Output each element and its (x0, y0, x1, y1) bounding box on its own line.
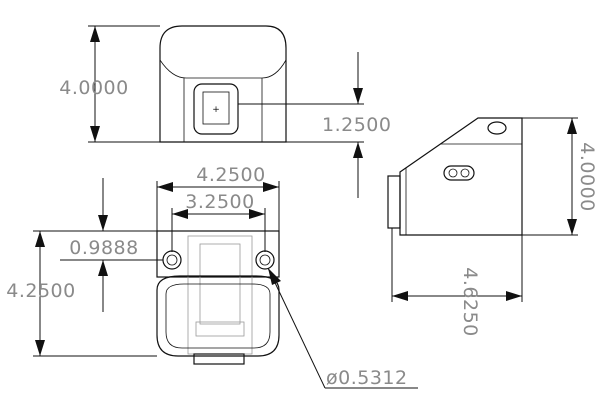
front-housing-inner (165, 283, 271, 349)
front-height-dimension: 4.2500 (6, 230, 157, 357)
side-slot-hole-2 (460, 168, 470, 178)
lens-dimension-label: 1.2500 (322, 114, 391, 136)
mount-hole-left (162, 250, 182, 270)
mount-hole-right-inner (259, 254, 271, 266)
hidden-connector (195, 321, 245, 337)
side-body (399, 117, 523, 236)
hole-spacing-label: 3.2500 (185, 191, 254, 213)
front-width-dimension: 4.2500 (156, 164, 280, 231)
mounting-plate (156, 230, 280, 278)
side-length-dimension: 4.6250 (391, 228, 523, 337)
lens-dimension: 1.2500 (238, 52, 391, 198)
front-view (156, 230, 280, 365)
side-slot (443, 165, 475, 181)
hole-offset-label: 0.9888 (69, 237, 138, 259)
mount-hole-left-inner (166, 254, 178, 266)
lens-center-mark: + (212, 105, 220, 115)
hole-offset-dimension: 0.9888 (60, 178, 163, 312)
side-height-label: 4.0000 (576, 142, 598, 211)
mount-hole-right (255, 250, 275, 270)
top-view-lens (202, 91, 230, 125)
front-width-label: 4.2500 (196, 164, 265, 186)
top-view-lens-housing (193, 83, 239, 135)
side-view (387, 117, 523, 236)
hole-spacing-dimension: 3.2500 (171, 191, 266, 252)
hole-diameter-leader: ø0.5312 (267, 267, 418, 389)
side-top-hole (487, 121, 507, 135)
front-housing (156, 275, 280, 357)
top-view: + (159, 25, 287, 143)
side-lens-cap (387, 175, 401, 229)
front-height-label: 4.2500 (6, 280, 75, 302)
side-slot-hole-1 (448, 168, 458, 178)
hole-diameter-label: ø0.5312 (326, 367, 408, 389)
side-height-dimension: 4.0000 (522, 117, 598, 236)
top-view-body (159, 25, 287, 143)
top-view-hood-line (159, 59, 287, 79)
side-length-label: 4.6250 (459, 267, 481, 336)
top-height-label: 4.0000 (59, 77, 128, 99)
front-connector (193, 353, 245, 365)
top-height-dimension: 4.0000 (59, 25, 160, 143)
